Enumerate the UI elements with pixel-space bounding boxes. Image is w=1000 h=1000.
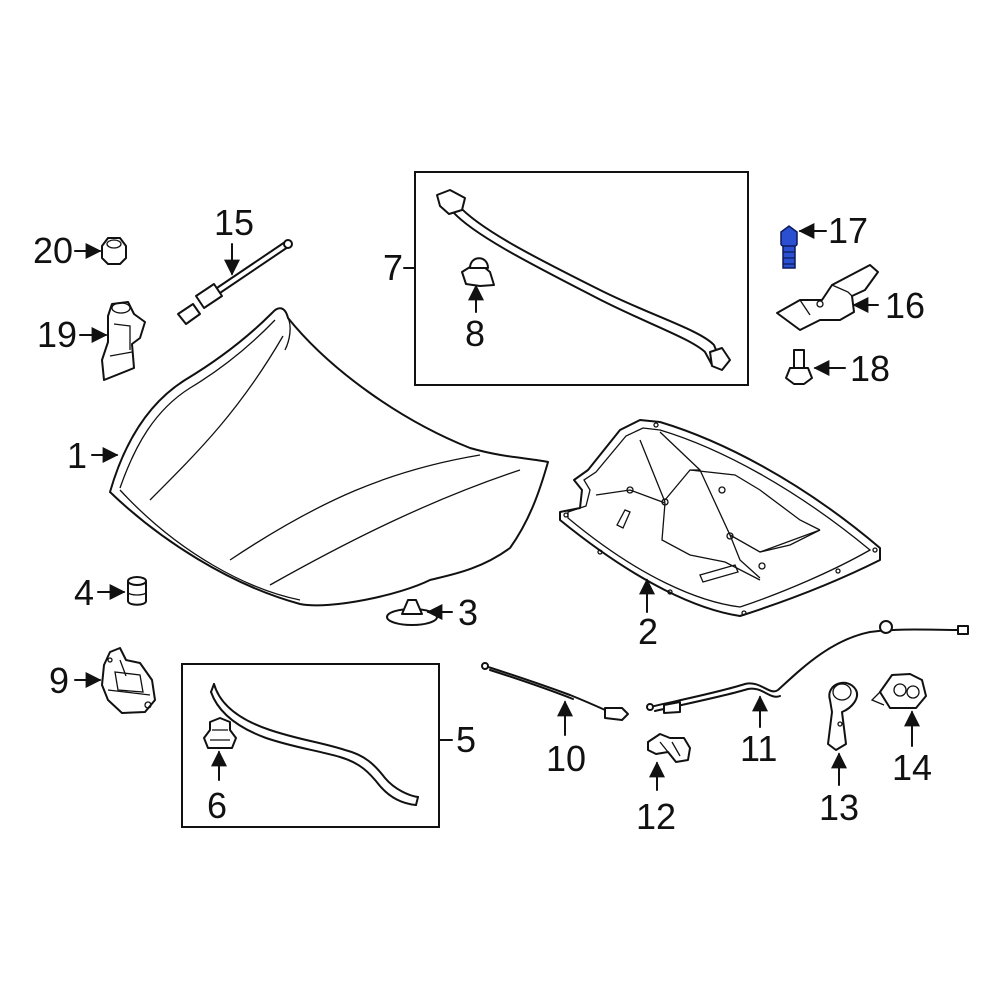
- callout-14: 14: [892, 747, 932, 788]
- hood-lift-support[interactable]: [177, 239, 293, 325]
- callout-3: 3: [458, 592, 478, 633]
- hood-insulator[interactable]: [559, 419, 881, 617]
- callout-7: 7: [383, 247, 403, 288]
- callout-16: 16: [885, 285, 925, 326]
- hinge-bracket[interactable]: [776, 264, 879, 331]
- seal-clip[interactable]: [203, 717, 237, 749]
- push-clip[interactable]: [386, 599, 438, 626]
- strip-clip[interactable]: [461, 257, 495, 287]
- callout-10: 10: [546, 738, 586, 779]
- weatherstrip-seal[interactable]: [210, 683, 419, 806]
- callout-15: 15: [214, 202, 254, 243]
- callout-17: 17: [828, 210, 868, 251]
- callout-1: 1: [67, 435, 87, 476]
- hood-latch[interactable]: [101, 647, 156, 714]
- hinge-bolt-highlighted[interactable]: [780, 225, 798, 269]
- callout-20: 20: [33, 230, 73, 271]
- release-handle[interactable]: [827, 681, 858, 751]
- callout-9: 9: [49, 660, 69, 701]
- hood-release-cable[interactable]: [646, 620, 969, 714]
- hood-hinge[interactable]: [101, 301, 146, 381]
- bumper-stop[interactable]: [127, 576, 147, 606]
- callout-8: 8: [465, 313, 485, 354]
- prop-kit-box: [414, 171, 749, 386]
- callout-4: 4: [74, 572, 94, 613]
- callout-13: 13: [819, 787, 859, 828]
- callout-19: 19: [37, 314, 77, 355]
- callout-18: 18: [850, 348, 890, 389]
- callout-labels: 1 2 3 4 5 6 7 8 9 10 11 12 13 14 15 16 1…: [33, 202, 932, 837]
- hood-seal-strip[interactable]: [436, 189, 731, 371]
- stud-bolt[interactable]: [785, 349, 813, 385]
- callout-6: 6: [207, 785, 227, 826]
- handle-bracket[interactable]: [870, 673, 927, 709]
- leader-lines: [74, 223, 920, 791]
- callout-2: 2: [638, 611, 658, 652]
- cable-bracket[interactable]: [647, 733, 691, 763]
- seal-kit-box: [181, 663, 440, 828]
- hex-nut[interactable]: [101, 237, 127, 265]
- latch-release-cable[interactable]: [481, 662, 629, 721]
- callout-5: 5: [456, 719, 476, 760]
- hood-panel[interactable]: [109, 307, 549, 607]
- callout-12: 12: [636, 796, 676, 837]
- callout-11: 11: [740, 728, 777, 769]
